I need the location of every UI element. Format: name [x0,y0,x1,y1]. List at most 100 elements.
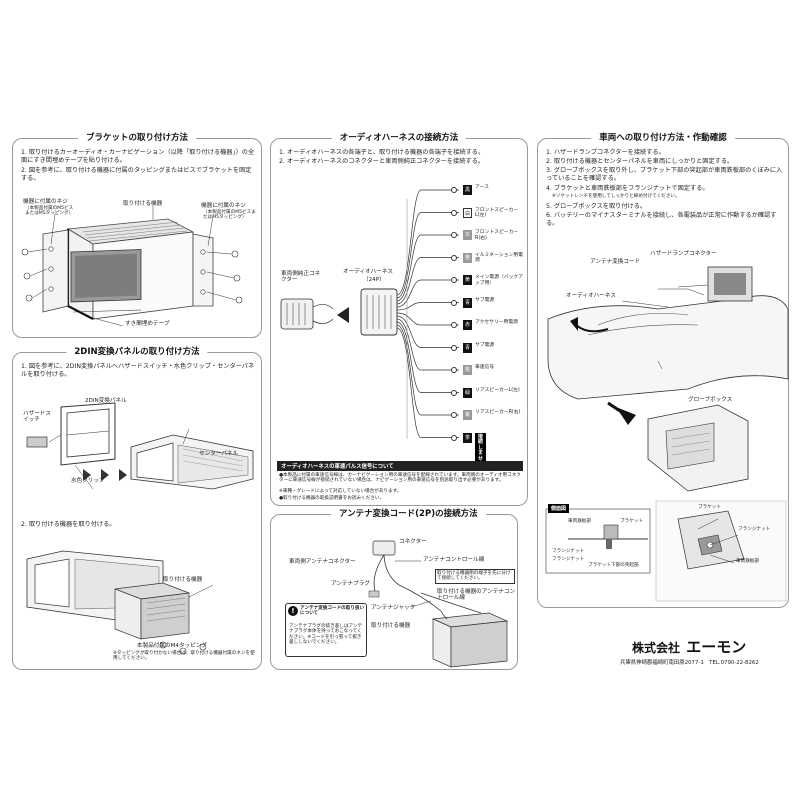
device-antenna-control-label: 取り付ける機器のアンテナコントロール線 [437,589,516,602]
wire-terminal-icon [451,187,457,193]
2din-panel-title: 2DIN変換パネルの取り付け方法 [66,345,208,357]
vehicle-step-3: 3. グローブボックスを取り外し、ブラケット下部の突起部が車両鉄板部のくぼみに入… [546,167,783,182]
wire-color-mark: 紫 [463,410,472,420]
wire-label: 車速信号 [475,365,495,370]
antenna-illustration [368,540,509,668]
antenna-panel: アンテナ変換コード(2P)の接続方法 コネクター 車両側アンテナコネクター アン… [270,507,518,670]
glove-box-label: グローブボックス [688,397,733,403]
2din-frame-label: 2DIN変換パネル [85,398,127,404]
wire-terminal-icon [451,277,457,283]
antenna-control-label: アンテナコントロール線 [423,557,485,563]
wire-color-mark: 青 [463,342,472,353]
insulate-label: 取り付ける機器側の端子を先に分けて接続してください。 [435,569,515,584]
wire-color-mark: 橙 [463,252,472,263]
tapping-label: 本製品付属のM4タッピング [137,643,207,649]
harness-label: オーディオハーネス [343,269,393,275]
antenna-panel-title: アンテナ変換コード(2P)の接続方法 [331,507,486,519]
wire-label: アース [475,185,489,190]
wire-color-mark: 黒 [463,185,472,195]
bracket-step-1: 1. 取り付けるカーオーディオ・カーナビゲーション（以降「取り付ける機器」）の全… [21,149,255,164]
wire-color-mark: 赤 [463,320,472,330]
hazard-connector-label: ハザードランプコネクター [650,251,717,257]
wire-label: メイン電源（バックアップ用） [475,275,523,286]
antenna-plug-label: アンテナプラグ [331,581,370,587]
wire-label: リアスピーカーL(左) [475,387,520,393]
harness-panel: オーディオハーネスの接続方法 1. オーディオハーネスの各端子と、取り付ける機器… [270,131,528,506]
screw-label-left-note: （本製品付属のM5ビスまたはM5タッピング） [25,206,74,217]
wire-label: リアスピーカーR(右) [475,410,521,415]
wire-label: アクセサリー用電源 [475,320,518,325]
wire-terminal-icon [451,209,457,216]
harness-wire [396,318,459,371]
harness-wire [396,312,459,326]
harness-wire [396,212,459,299]
audio-harness-label: オーディオハーネス [566,293,616,299]
company-prefix: 株式会社 [632,641,681,655]
wire-label: サブ電源 [475,297,495,303]
wire-color-mark: 緑 [463,387,472,398]
vehicle-step-4: 4. ブラケットと車両鉄板部をフランジナットで固定する。 [546,185,709,192]
speed-pulse-note-2: ※車種・グレードによって対応していない場合があります。 [279,489,402,494]
2din-step-1: 1. 図を参考に、2DIN変換パネルへハザードスイッチ・水色クリップ・センターパ… [21,363,255,378]
harness-wire [396,302,459,311]
wire-color-mark: 茶 [463,432,472,443]
caution-icon: ! [288,606,298,616]
screw-label-left: 機器に付属のネジ [23,199,68,205]
company-address: 兵庫県神崎郡福崎町南田原2077-1 TEL.0790-22-8262 [620,660,759,666]
harness-wire [396,279,459,308]
hazard-switch-label: ハザードスイッチ [23,411,51,424]
bracket-illustration [21,206,243,327]
wire-terminal-icon [451,299,457,306]
device-label-2: 取り付ける機器 [163,577,203,583]
harness-step-2: 2. オーディオハーネスのコネクターと車両側純正コネクターを接続する。 [279,158,484,165]
antenna-cord-label: アンテナ変換コード [590,259,641,265]
wire-label: サブ電源 [475,342,495,348]
harness-wire [396,257,459,305]
side-view-tag: 側面図 [548,504,570,513]
wire-terminal-icon [451,232,457,238]
antenna-jack-label: アンテナジャック [371,605,416,611]
antenna-caution-text: アンテナプラグの抜き差しはアンテナプラグ本体を持っておこなってください。※コード… [289,624,363,646]
vehicle-step-2: 2. 取り付ける機器とセンターパネルを車両にしっかりと固定する。 [546,158,734,165]
2din-illustration-1 [26,402,254,490]
wire-label: フロントスピーカーR(右) [475,230,519,241]
wire-terminal-icon [451,344,457,351]
antenna-caution-title: アンテナ変換コードの取り扱いについて [300,606,365,617]
vehicle-illustration [545,266,789,602]
screw-label-right: 機器に付属のネジ [201,203,246,209]
clip-label: 水色クリップ [71,478,105,484]
center-panel-label: センターパネル [199,451,239,457]
harness-connector-illustration [280,189,459,439]
vehicle-antenna-label: 車両側アンテナコネクター [289,559,356,565]
2din-illustration-2 [26,550,214,655]
wire-terminal-icon [451,254,457,261]
harness-wire [396,234,459,302]
harness-panel-title: オーディオハーネスの接続方法 [331,131,467,143]
company-name: 株式会社 エーモン [632,636,746,657]
antenna-device-label: 取り付ける機器 [371,623,411,629]
wire-color-mark: 黄 [463,275,472,285]
2din-panel: 2DIN変換パネルの取り付け方法 1. 図を参考に、2DIN変換パネルへハザード… [12,345,262,670]
bracket-panel-title: ブラケットの取り付け方法 [77,131,197,143]
speed-pulse-note-1: ●本製品に付属の車速信号線は、カーナビゲーション用の車速信号を配線されています。… [279,473,521,484]
antenna-connector-label: コネクター [399,539,427,545]
wire-color-mark: 桃 [463,365,472,375]
wire-label: イルミネーション用電源 [475,252,523,264]
2din-step-2: 2. 取り付ける機器を取り付ける。 [21,521,116,528]
vehicle-panel: 車両への取り付け方法・作動確認 1. ハザードランプコネクターを接続する。 2.… [537,131,789,608]
vehicle-step-5: 5. グローブボックスを取り付ける。 [546,203,647,210]
device-label: 取り付ける機器 [123,201,163,207]
tapping-note: ※タッピングが取り付かない場合は、取り付ける機器付属のネジを使用してください。 [113,651,255,662]
vehicle-panel-title: 車両への取り付け方法・作動確認 [591,131,735,143]
wire-terminal-icon [451,434,457,441]
bracket-panel: ブラケットの取り付け方法 1. 取り付けるカーオーディオ・カーナビゲーション（以… [12,131,262,338]
vehicle-step-4-note: ※ソケットレンチを使用してしっかりと締め付けてください。 [552,194,680,199]
wire-color-mark: 白 [463,207,472,218]
gap-tape-label: すき間埋めテープ [125,321,170,327]
bracket-label-2: ブラケット [698,505,721,510]
harness-wire [396,315,459,348]
wire-label: フロントスピーカーL(左) [475,207,519,219]
vehicle-step-1: 1. ハザードランプコネクターを接続する。 [546,149,665,156]
screw-label-right-note: （本製品付属のM5ビスまたはM5タッピング） [203,210,256,221]
harness-step-1: 1. オーディオハーネスの各端子と、取り付ける機器の各端子を接続する。 [279,149,485,156]
